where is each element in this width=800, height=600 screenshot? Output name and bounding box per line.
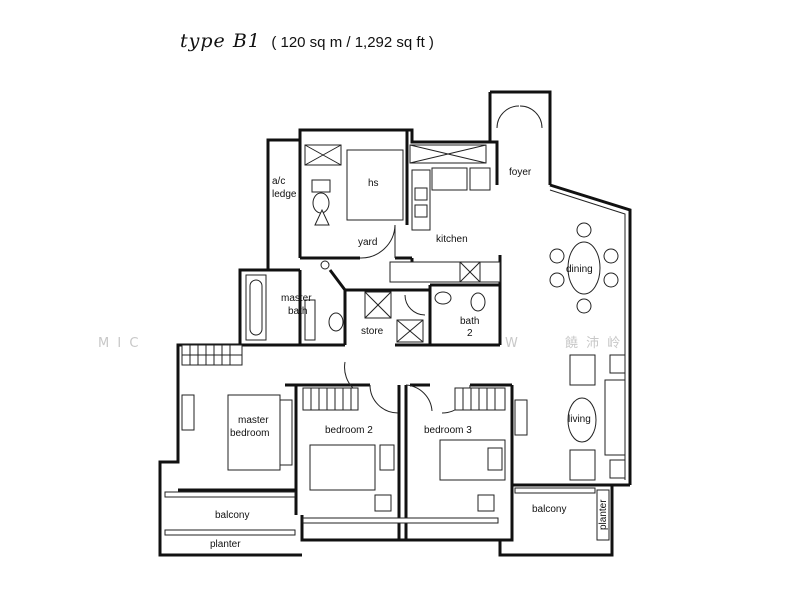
label-store: store — [361, 326, 384, 337]
outer-walls — [158, 90, 632, 557]
label-bath2-1: bath — [460, 316, 479, 327]
label-ac-ledge-1: a/c — [272, 176, 285, 187]
label-master-bath-2: bath — [288, 306, 307, 317]
fixtures — [164, 144, 626, 541]
label-bath2-2: 2 — [467, 328, 473, 339]
label-yard: yard — [358, 237, 377, 248]
watermark-left: M I C — [98, 336, 140, 351]
label-planter-bottom: planter — [210, 539, 241, 550]
label-master-bath-1: master — [281, 293, 312, 304]
label-bedroom-2: bedroom 2 — [325, 425, 373, 436]
label-dining: dining — [566, 264, 593, 275]
plan-type-label: type B1 — [180, 30, 261, 52]
watermark-letter: W — [505, 336, 520, 351]
plan-area: ( 120 sq m / 1,292 sq ft ) — [271, 34, 434, 51]
label-master-bedroom-2: bedroom — [230, 428, 269, 439]
room-labels: a/c ledge hs foyer yard kitchen dining m… — [210, 167, 609, 550]
label-ac-ledge-2: ledge — [272, 189, 297, 200]
label-balcony-right: balcony — [532, 504, 566, 515]
watermark: M I C W 饒 沛 岭 — [98, 335, 622, 351]
label-foyer: foyer — [509, 167, 532, 178]
label-hs: hs — [368, 178, 379, 189]
label-living: living — [568, 414, 591, 425]
label-master-bedroom-1: master — [238, 415, 269, 426]
plan-title: type B1 ( 120 sq m / 1,292 sq ft ) — [180, 30, 434, 52]
label-planter-right: planter — [598, 499, 609, 530]
label-balcony-left: balcony — [215, 510, 249, 521]
watermark-chinese: 饒 沛 岭 — [565, 335, 622, 351]
label-bedroom-3: bedroom 3 — [424, 425, 472, 436]
label-kitchen: kitchen — [436, 234, 468, 245]
